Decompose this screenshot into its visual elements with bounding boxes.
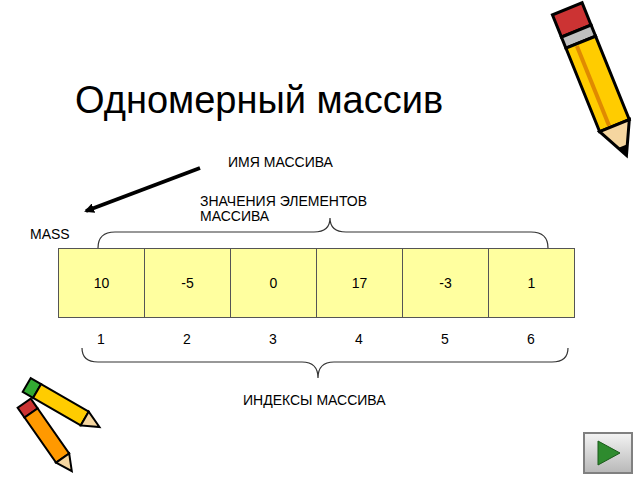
- array-cell: 10: [58, 248, 145, 318]
- values-brace: [98, 218, 548, 248]
- index-number: 6: [527, 332, 535, 347]
- pencil-icon: [552, 3, 640, 161]
- array-cell: 1: [488, 248, 575, 318]
- indexes-caption: ИНДЕКСЫ МАССИВА: [243, 393, 386, 408]
- index-number: 3: [269, 332, 277, 347]
- next-button: [584, 433, 632, 473]
- values-caption: ЗНАЧЕНИЯ ЭЛЕМЕНТОВ МАССИВА: [200, 194, 405, 224]
- pencil-icon: [18, 399, 79, 476]
- cell-value: 0: [270, 275, 278, 291]
- cell-value: 17: [352, 275, 368, 291]
- array-cell: -3: [402, 248, 489, 318]
- index-number: 2: [183, 332, 191, 347]
- array-cell: 0: [230, 248, 317, 318]
- index-number: 4: [355, 332, 363, 347]
- index-number: 1: [97, 332, 105, 347]
- name-arrow: [86, 168, 200, 211]
- array-name: MASS: [30, 227, 70, 242]
- slide-title: Одномерный массив: [75, 78, 443, 122]
- cell-value: -5: [181, 275, 193, 291]
- indexes-brace: [82, 348, 568, 378]
- index-number: 5: [441, 332, 449, 347]
- array-cell: -5: [144, 248, 231, 318]
- array-cell: 17: [316, 248, 403, 318]
- cell-value: 1: [528, 275, 536, 291]
- cell-value: -3: [439, 275, 451, 291]
- name-caption: ИМЯ МАССИВА: [228, 155, 333, 170]
- cell-value: 10: [94, 275, 110, 291]
